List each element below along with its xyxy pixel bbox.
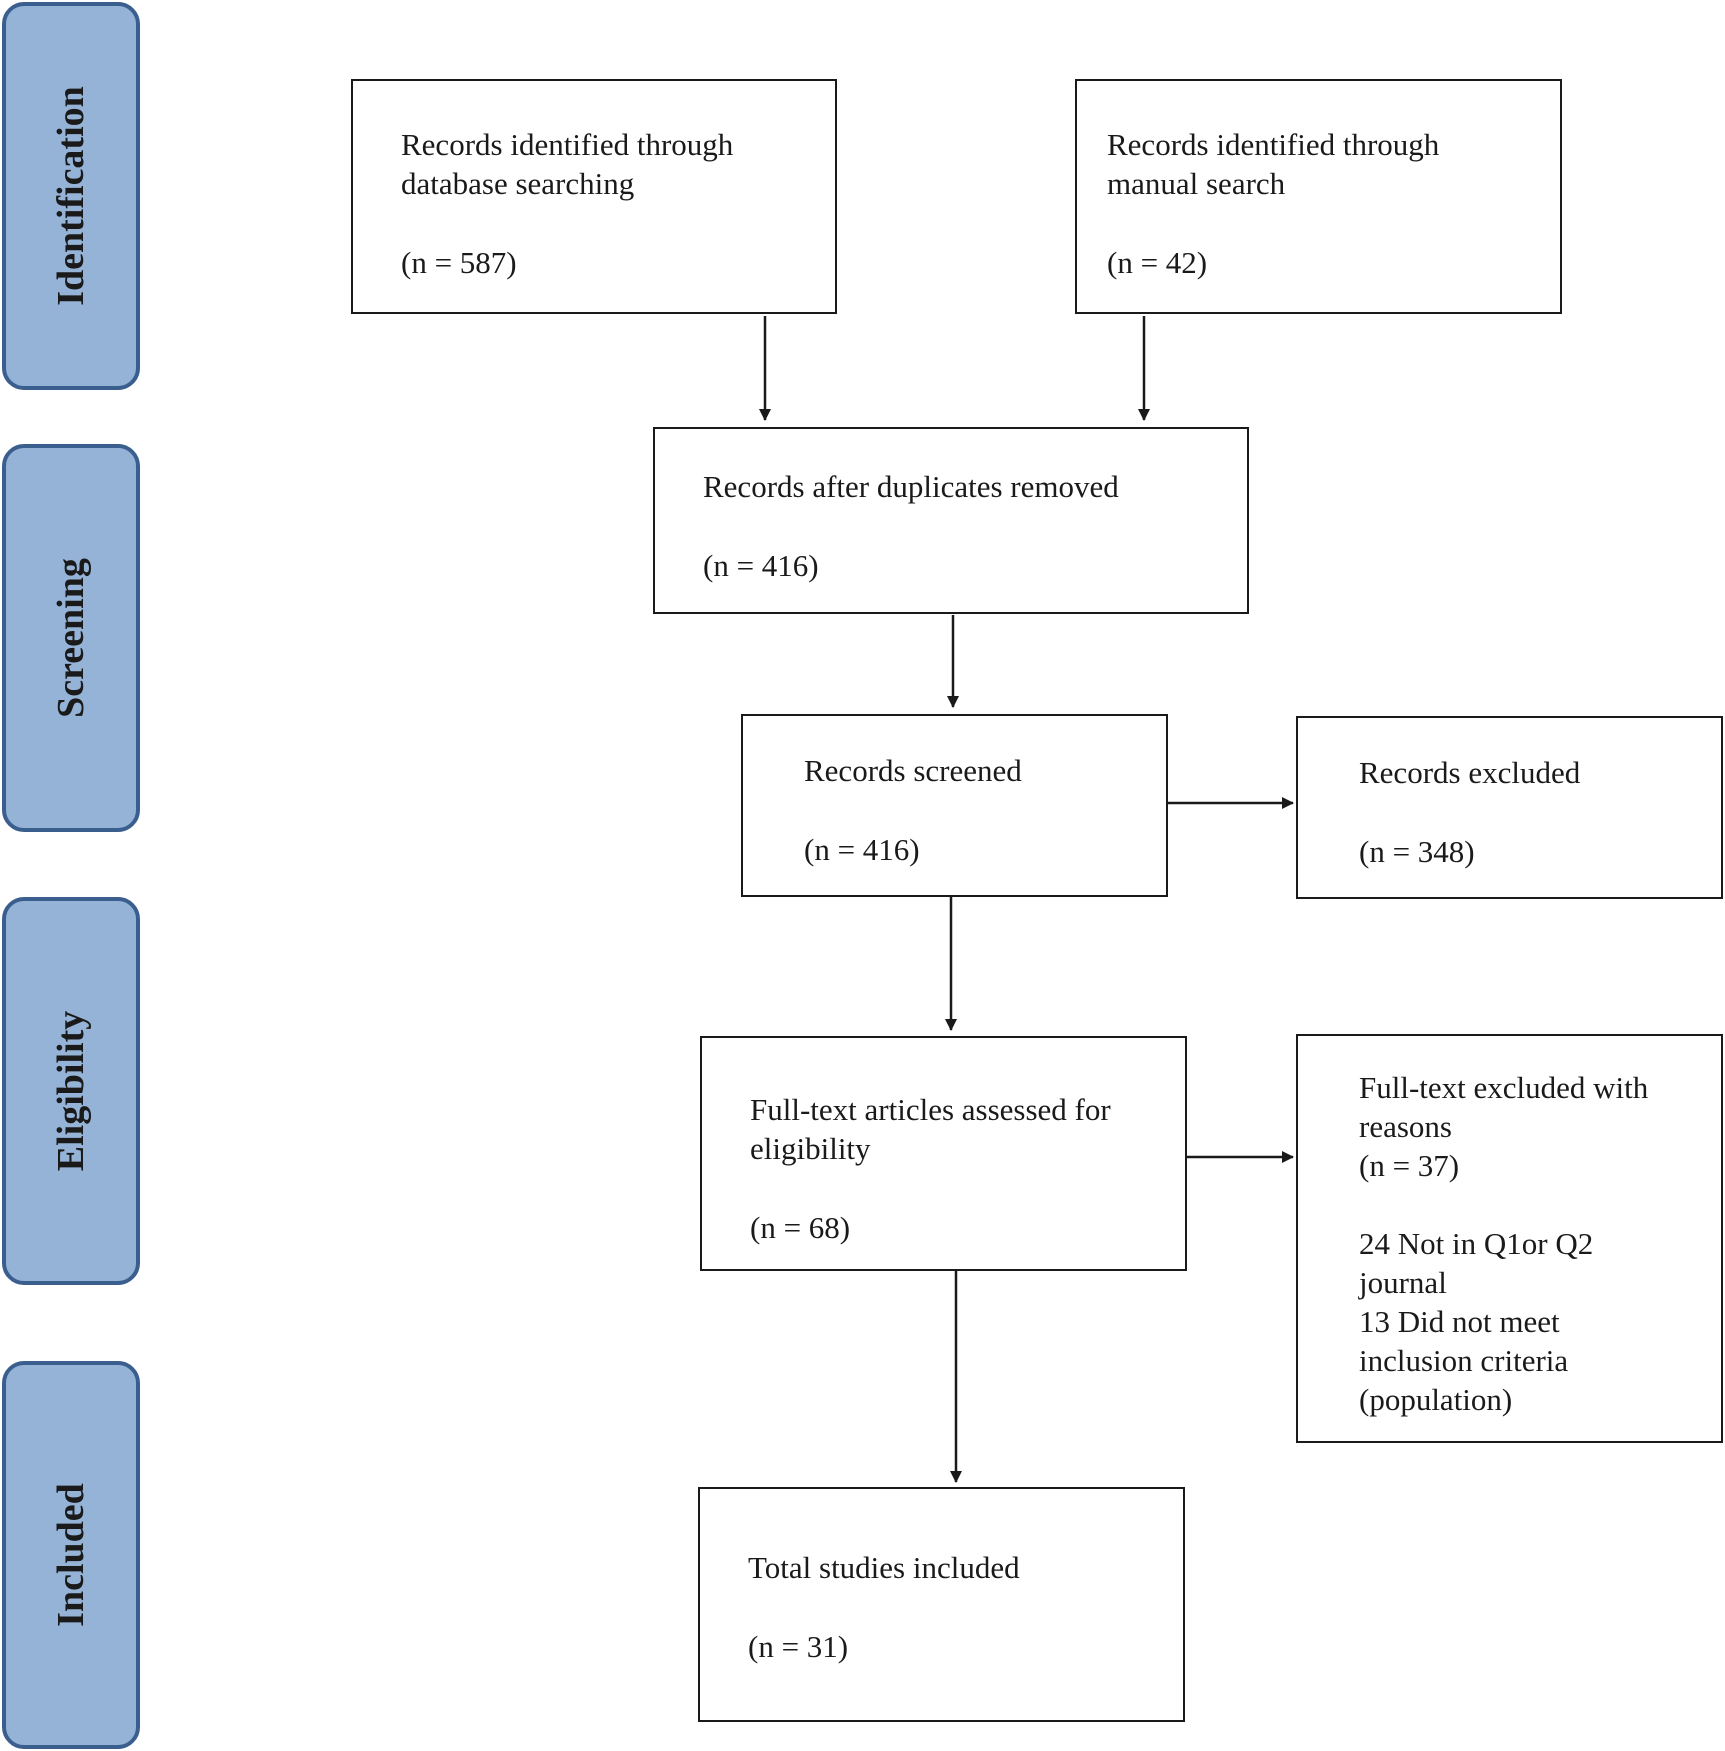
phase-eligibility: Eligibility [2,897,140,1285]
exclusion-reason-line: 13 Did not meet [1359,1304,1560,1339]
full-text-excluded-count: (n = 37) [1359,1148,1460,1183]
database-search-line1: Records identified through [401,127,734,162]
manual-search-count: (n = 42) [1107,245,1208,280]
included-count: (n = 31) [748,1629,849,1664]
exclusion-reason-line: 24 Not in Q1or Q2 [1359,1226,1594,1261]
full-text-excluded-line2: reasons [1359,1109,1452,1144]
phase-identification: Identification [2,2,140,390]
included-line1: Total studies included [748,1550,1020,1585]
box-manual-search: Records identified through manual search… [1075,79,1562,314]
full-text-assessed-line1: Full-text articles assessed for [750,1092,1111,1127]
full-text-assessed-line2: eligibility [750,1131,871,1166]
database-search-count: (n = 587) [401,245,517,280]
exclusion-reason-line: inclusion criteria [1359,1343,1569,1378]
full-text-excluded-line1: Full-text excluded with [1359,1070,1649,1105]
screened-line1: Records screened [804,753,1022,788]
exclusion-reason-line: journal [1359,1265,1447,1300]
manual-search-line1: Records identified through [1107,127,1440,162]
box-full-text-assessed: Full-text articles assessed for eligibil… [700,1036,1187,1271]
manual-search-line2: manual search [1107,166,1286,201]
exclusion-reason-line: (population) [1359,1382,1513,1417]
box-full-text-excluded: Full-text excluded with reasons (n = 37)… [1296,1034,1723,1443]
phase-included: Included [2,1361,140,1749]
box-duplicates-removed: Records after duplicates removed (n = 41… [653,427,1249,614]
duplicates-removed-count: (n = 416) [703,548,819,583]
phase-screening: Screening [2,444,140,832]
box-records-excluded: Records excluded (n = 348) [1296,716,1723,899]
excluded-count: (n = 348) [1359,834,1475,869]
box-database-search: Records identified through database sear… [351,79,837,314]
box-total-included: Total studies included (n = 31) [698,1487,1185,1722]
excluded-line1: Records excluded [1359,755,1581,790]
duplicates-removed-line1: Records after duplicates removed [703,469,1119,504]
screened-count: (n = 416) [804,832,920,867]
box-records-screened: Records screened (n = 416) [741,714,1168,897]
full-text-assessed-count: (n = 68) [750,1210,851,1245]
database-search-line2: database searching [401,166,635,201]
